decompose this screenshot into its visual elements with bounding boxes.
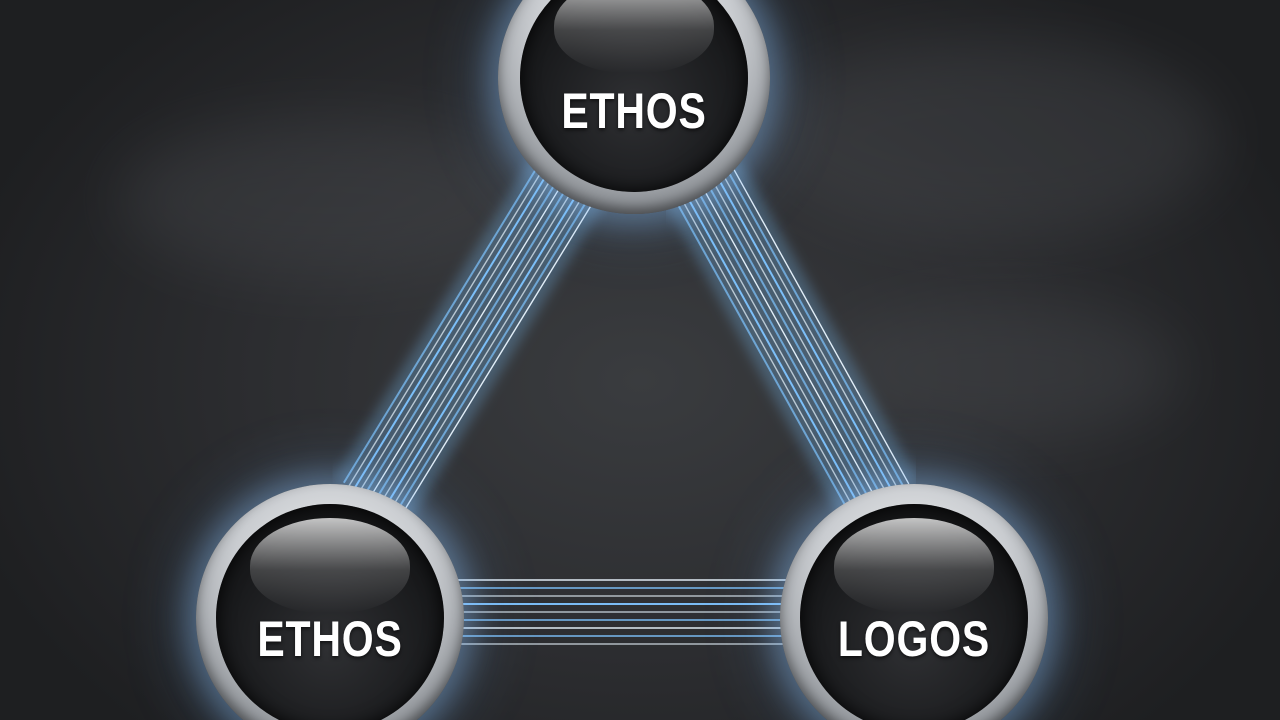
beam-left-to-right (440, 569, 808, 655)
beam-glow (664, 159, 918, 521)
beam-strand (368, 178, 567, 499)
beam-strand (343, 162, 541, 484)
node-face: LOGOS (800, 504, 1028, 720)
beam-strand (677, 192, 858, 514)
beam-strand (730, 163, 910, 485)
node-label-top: ETHOS (561, 83, 707, 139)
beam-strand (672, 195, 853, 517)
beam-strand (389, 190, 587, 512)
background-smudge (120, 120, 540, 280)
beam-strand (379, 184, 577, 506)
node-face: ETHOS (520, 0, 748, 192)
node-label-bottom-left: ETHOS (257, 611, 403, 667)
beam-strand (703, 178, 884, 500)
beam-strand (698, 181, 878, 502)
beam-strand (353, 168, 551, 490)
node-gloss (250, 517, 410, 614)
node-top-ethos: ETHOS (498, 0, 770, 214)
beam-strand (373, 181, 572, 503)
node-face: ETHOS (216, 504, 444, 720)
node-gloss (834, 517, 994, 614)
node-bottom-right-logos: LOGOS (780, 484, 1048, 720)
beam-strand (714, 172, 894, 494)
beam-top-to-left (335, 157, 605, 523)
beam-strand (682, 189, 863, 511)
beam-strand (719, 169, 899, 491)
beam-strand (363, 174, 562, 496)
beam-strand (348, 165, 546, 487)
node-bottom-left-ethos: ETHOS (196, 484, 464, 720)
beam-strand (358, 171, 556, 493)
beam-strand (709, 175, 889, 496)
background-smudge (760, 40, 1220, 240)
node-label-bottom-right: LOGOS (837, 611, 991, 667)
beam-strand (383, 187, 582, 509)
beam-strand (394, 193, 592, 515)
beam-strand (724, 166, 905, 488)
node-gloss (554, 0, 714, 74)
beam-top-to-right (664, 159, 918, 521)
beam-glow (335, 157, 605, 523)
beam-strand (688, 186, 868, 508)
beam-strand (693, 183, 874, 505)
beam-strand (399, 196, 597, 518)
